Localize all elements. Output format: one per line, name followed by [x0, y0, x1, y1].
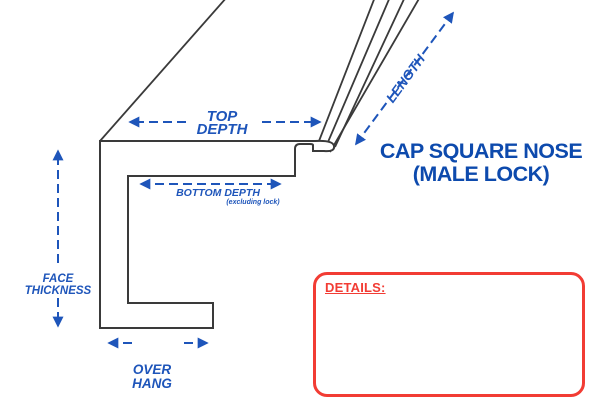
- profile-outline: [99, 139, 336, 329]
- product-title: CAP SQUARE NOSE (MALE LOCK): [380, 139, 583, 186]
- product-title-line2: (MALE LOCK): [413, 162, 550, 186]
- top-depth-label-line2: DEPTH: [197, 121, 249, 138]
- dimension-labels: TOP DEPTH BOTTOM DEPTH (excluding lock) …: [25, 52, 428, 391]
- product-title-line1: CAP SQUARE NOSE: [380, 139, 583, 163]
- face-thickness-label-line2: THICKNESS: [25, 285, 92, 297]
- extrusion-edge-left: [99, 0, 226, 142]
- details-box: DETAILS:: [313, 272, 585, 397]
- bottom-depth-label: BOTTOM DEPTH: [176, 187, 260, 199]
- overhang-label-line1: OVER: [133, 362, 172, 377]
- details-label: DETAILS:: [325, 280, 386, 295]
- overhang-label-line2: HANG: [132, 376, 172, 391]
- top-depth-label-line1: TOP: [207, 108, 239, 125]
- extrusion-edge-nose-2: [327, 0, 390, 143]
- face-thickness-label-line1: FACE: [43, 273, 74, 285]
- bottom-depth-note-label: (excluding lock): [226, 199, 280, 206]
- dimension-arrows: [52, 11, 454, 349]
- extrusion-edges: [99, 0, 420, 153]
- length-label: LENGTH: [383, 52, 428, 106]
